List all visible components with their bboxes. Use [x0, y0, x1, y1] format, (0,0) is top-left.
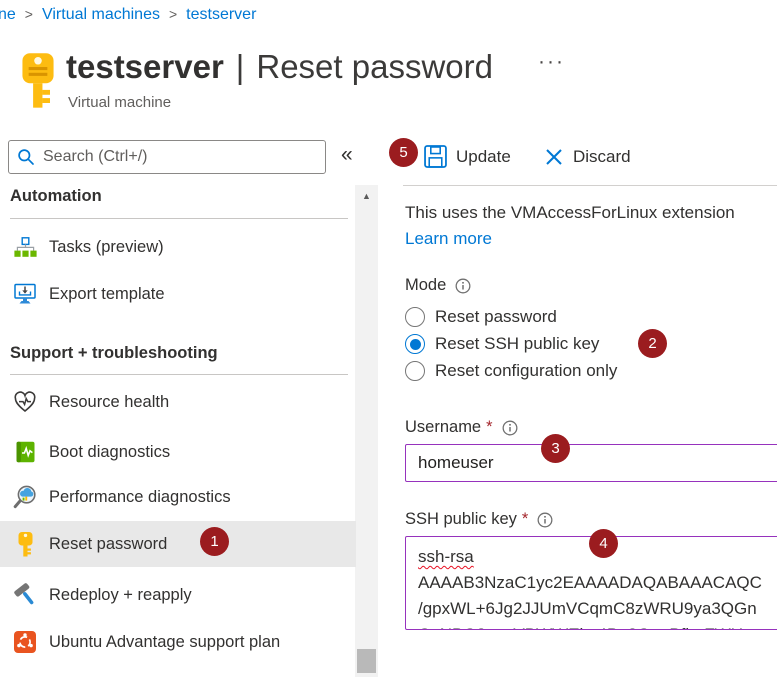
- breadcrumb: ne > Virtual machines > testserver: [0, 6, 256, 24]
- username-label-row: Username *: [405, 418, 518, 437]
- scrollbar-up-icon[interactable]: ▲: [362, 191, 371, 201]
- annotation-badge-3: 3: [541, 434, 570, 463]
- required-asterisk: *: [521, 510, 529, 528]
- annotation-badge-4: 4: [589, 529, 618, 558]
- sidebar-item-label: Boot diagnostics: [49, 442, 171, 461]
- learn-more-link[interactable]: Learn more: [405, 229, 492, 248]
- ssh-key-line: AAAAB3NzaC1yc2EAAAADAQABAAACAQC: [418, 573, 762, 592]
- mode-label-row: Mode: [405, 276, 471, 295]
- username-input[interactable]: homeuser: [405, 444, 777, 482]
- page-title: testserver | Reset password: [66, 48, 493, 86]
- search-icon: [17, 148, 35, 166]
- radio-icon: [405, 334, 425, 354]
- radio-label: Reset configuration only: [435, 361, 618, 380]
- divider: [10, 374, 348, 375]
- sidebar-search[interactable]: [8, 140, 326, 174]
- sidebar-item-ubuntu-advantage[interactable]: Ubuntu Advantage support plan: [0, 618, 356, 676]
- key-icon: [12, 531, 38, 557]
- info-icon[interactable]: [502, 420, 518, 436]
- radio-option-reset-ssh-public-key[interactable]: Reset SSH public key: [405, 332, 599, 356]
- info-icon[interactable]: [455, 278, 471, 294]
- breadcrumb-separator: >: [168, 6, 178, 22]
- ssh-key-line: /gpxWL+6Jg2JJUmVCqmC8zWRU9ya3QGn: [418, 599, 757, 618]
- blade-name: Reset password: [256, 48, 493, 85]
- annotation-badge-2: 2: [638, 329, 667, 358]
- more-actions-icon[interactable]: ···: [538, 50, 565, 73]
- search-input[interactable]: [43, 148, 317, 166]
- sidebar-item-label: Resource health: [49, 392, 170, 411]
- sidebar-scrollbar[interactable]: ▲: [355, 185, 378, 677]
- discard-button[interactable]: Discard: [544, 147, 631, 167]
- annotation-badge-1: 1: [200, 527, 229, 556]
- sidebar-item-export-template[interactable]: Export template: [0, 271, 356, 317]
- breadcrumb-home[interactable]: ne: [0, 6, 16, 23]
- radio-label: Reset SSH public key: [435, 334, 600, 353]
- tasks-flowchart-icon: [12, 236, 38, 258]
- mode-label: Mode: [405, 276, 447, 294]
- sidebar-item-redeploy-reapply[interactable]: Redeploy + reapply: [0, 572, 356, 618]
- sidebar-item-tasks-preview[interactable]: Tasks (preview): [0, 224, 356, 270]
- ssh-key-label: SSH public key: [405, 510, 517, 528]
- sidebar-item-label: Reset password: [49, 534, 168, 553]
- sidebar-item-performance-diagnostics[interactable]: Performance diagnostics: [0, 474, 356, 520]
- sidebar-item-label: Ubuntu Advantage support plan: [49, 633, 281, 651]
- sidebar-item-label: Performance diagnostics: [49, 487, 231, 506]
- update-label: Update: [456, 146, 511, 166]
- divider: [403, 185, 777, 186]
- boot-diagnostics-icon: [12, 441, 38, 463]
- sidebar-item-label: Redeploy + reapply: [49, 585, 192, 604]
- sidebar-item-label: Tasks (preview): [49, 237, 164, 256]
- ubuntu-icon: [12, 631, 38, 653]
- radio-option-reset-configuration-only[interactable]: Reset configuration only: [405, 359, 617, 383]
- radio-icon: [405, 361, 425, 381]
- collapse-sidebar-icon[interactable]: «: [341, 143, 353, 166]
- sidebar-item-label: Export template: [49, 284, 165, 303]
- discard-label: Discard: [573, 147, 631, 166]
- radio-option-reset-password[interactable]: Reset password: [405, 305, 557, 329]
- radio-icon: [405, 307, 425, 327]
- username-value: homeuser: [418, 453, 494, 472]
- scrollbar-thumb[interactable]: [357, 649, 376, 673]
- title-divider: |: [235, 48, 245, 85]
- breadcrumb-separator: >: [24, 6, 33, 22]
- ssh-key-label-row: SSH public key *: [405, 510, 553, 529]
- export-template-icon: [12, 283, 38, 305]
- info-icon[interactable]: [537, 512, 553, 528]
- close-x-icon: [544, 147, 564, 167]
- extension-info-text: This uses the VMAccessForLinux extension: [405, 203, 735, 222]
- resource-type-subtitle: Virtual machine: [68, 94, 172, 111]
- section-header-automation: Automation: [10, 187, 102, 205]
- divider: [10, 218, 348, 219]
- key-icon: [18, 53, 58, 114]
- performance-diagnostics-icon: [12, 485, 38, 509]
- required-asterisk: *: [486, 418, 493, 436]
- save-icon: [424, 145, 447, 168]
- ssh-key-line: ssh-rsa: [418, 547, 474, 566]
- sidebar-item-resource-health[interactable]: Resource health: [0, 379, 356, 425]
- breadcrumb-virtual-machines[interactable]: Virtual machines: [41, 6, 160, 23]
- section-header-support-troubleshooting: Support + troubleshooting: [10, 344, 218, 362]
- radio-label: Reset password: [435, 307, 557, 326]
- sidebar-item-reset-password[interactable]: Reset password: [0, 521, 356, 567]
- update-button[interactable]: Update: [424, 145, 511, 168]
- vm-name: testserver: [66, 48, 224, 85]
- hammer-icon: [12, 583, 38, 607]
- ssh-key-line: QcNBQ3qnzVBWWEkq4Bq3QnqBfbqFWU: [418, 622, 777, 629]
- annotation-badge-5: 5: [389, 138, 418, 167]
- breadcrumb-testserver[interactable]: testserver: [186, 6, 257, 23]
- username-label: Username: [405, 418, 482, 436]
- resource-health-heart-icon: [12, 391, 38, 413]
- sidebar-item-boot-diagnostics[interactable]: Boot diagnostics: [0, 429, 356, 475]
